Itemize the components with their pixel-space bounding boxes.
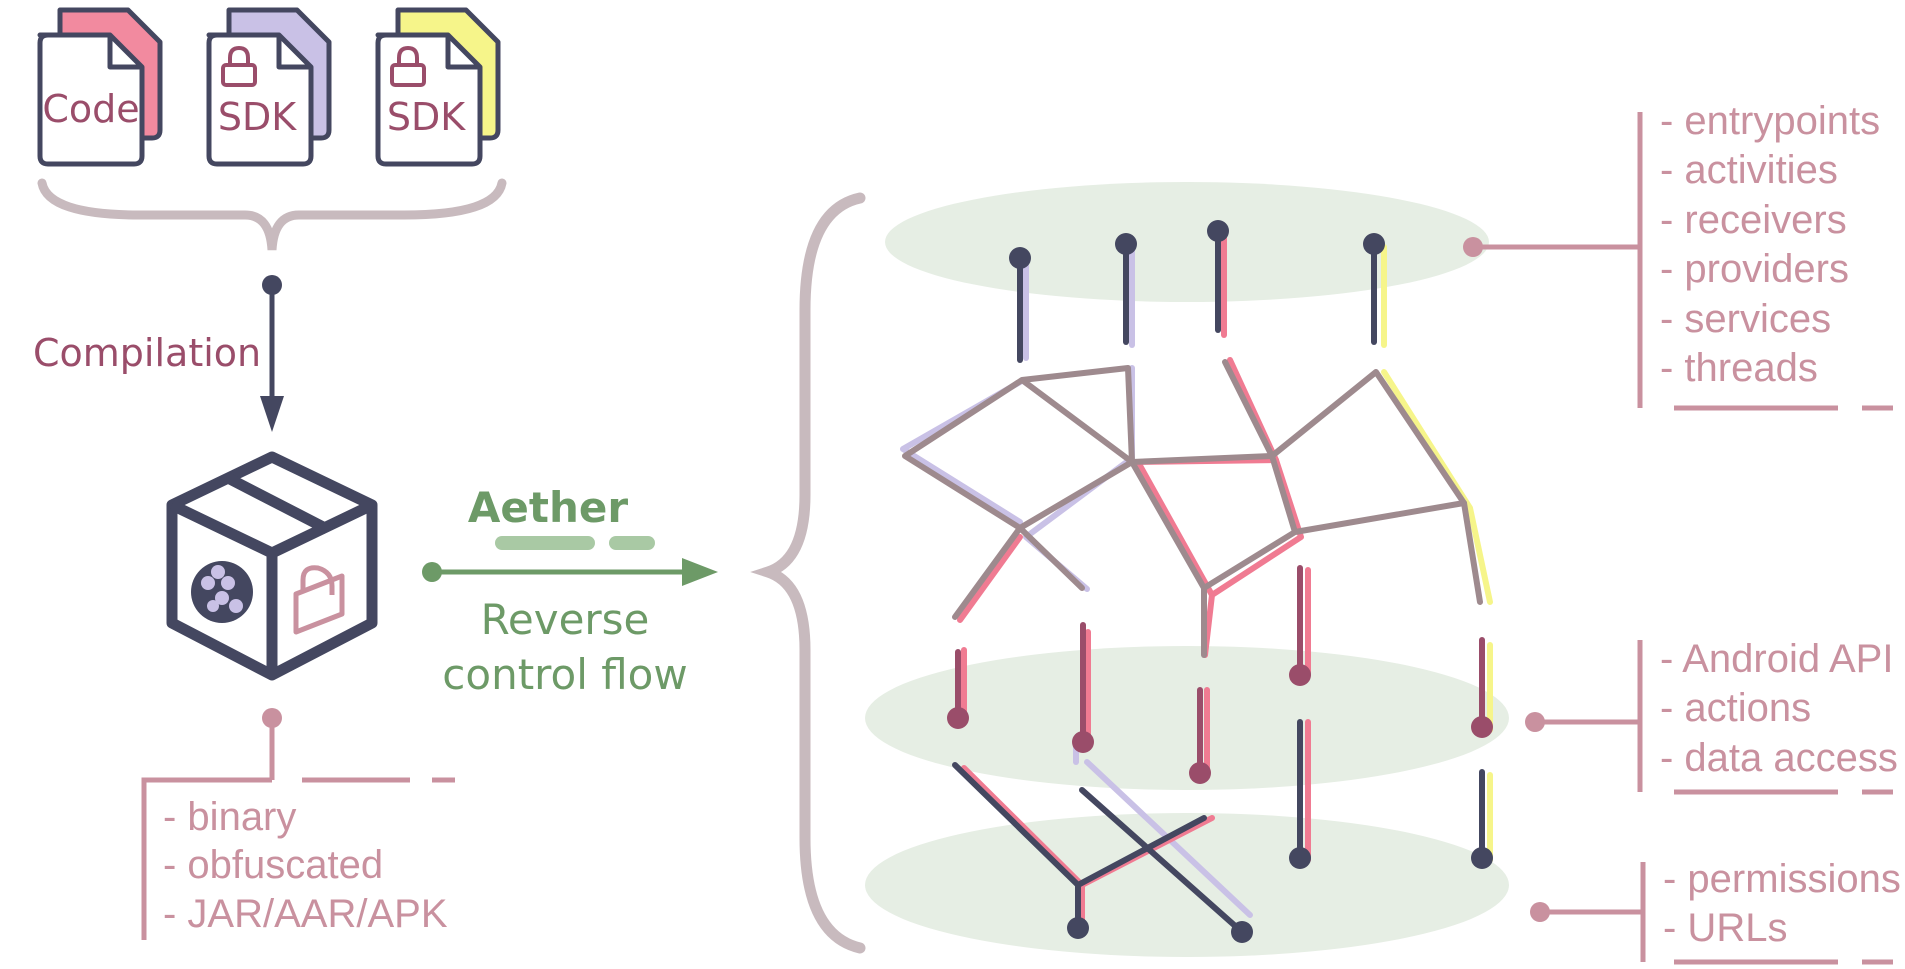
api-layer — [865, 646, 1509, 790]
api-layer-list: - Android API - actions - data access — [1660, 637, 1898, 780]
resource-layer-list: - permissions - URLs — [1663, 857, 1901, 950]
entry-layer-item: - providers — [1660, 247, 1849, 291]
package-property: - JAR/AAR/APK — [163, 892, 448, 936]
entry-layer-item: - receivers — [1660, 198, 1847, 242]
lock-icon — [221, 45, 257, 87]
resource-layer-item: - permissions — [1663, 857, 1901, 901]
reverse-arrow — [422, 558, 718, 586]
lock-icon — [390, 45, 426, 87]
api-layer-item: - Android API — [1660, 637, 1893, 681]
entry-layer-connector — [1463, 112, 1893, 411]
compilation-label: Compilation — [33, 331, 261, 375]
package-properties-list: - binary - obfuscated - JAR/AAR/APK — [163, 795, 448, 936]
api-layer-item: - actions — [1660, 686, 1811, 730]
compilation-arrow — [260, 275, 284, 432]
package-property: - obfuscated — [163, 843, 383, 887]
lock-icon — [293, 565, 345, 635]
documents: Code SDK SDK — [37, 7, 501, 167]
aether-label: Aether — [468, 483, 628, 532]
graph-brace — [750, 192, 866, 954]
entry-layer-item: - entrypoints — [1660, 99, 1880, 143]
resource-layer-item: - URLs — [1663, 906, 1787, 950]
package-box-icon — [166, 451, 378, 681]
api-layer-connector — [1525, 640, 1893, 795]
reverse-label-line-1: Reverse — [481, 595, 650, 644]
entry-layer-item: - services — [1660, 297, 1831, 341]
sdk-document-label: SDK — [387, 95, 466, 139]
entry-layer-list: - entrypoints - activities - receivers -… — [1660, 99, 1880, 390]
package-properties-connector — [141, 708, 455, 940]
api-layer-item: - data access — [1660, 736, 1898, 780]
chip-icon — [191, 561, 253, 623]
sdk-document-icon: SDK — [206, 7, 332, 167]
control-flow-graph — [900, 220, 1493, 943]
sdk-document-icon: SDK — [375, 7, 501, 167]
entry-layer-item: - activities — [1660, 148, 1838, 192]
sdk-document-label: SDK — [218, 95, 297, 139]
documents-brace — [37, 178, 507, 251]
reverse-label-line-2: control flow — [442, 650, 687, 699]
resource-layer-connector — [1530, 862, 1893, 965]
entry-layer-item: - threads — [1660, 346, 1818, 390]
entry-layer — [885, 182, 1489, 302]
code-document-label: Code — [42, 87, 139, 131]
code-document-icon: Code — [37, 7, 163, 167]
package-property: - binary — [163, 795, 296, 839]
